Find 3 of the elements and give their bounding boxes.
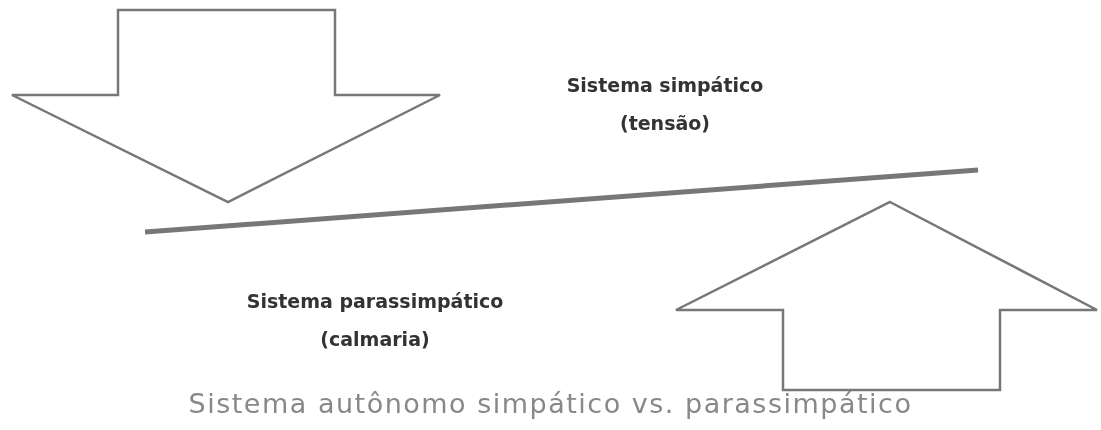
system-label: Sistema simpático (tensão) xyxy=(565,73,765,136)
system-label: Sistema parassimpático (calmaria) xyxy=(245,289,505,352)
caption: Sistema autônomo simpático vs. parassimpático xyxy=(187,388,914,419)
